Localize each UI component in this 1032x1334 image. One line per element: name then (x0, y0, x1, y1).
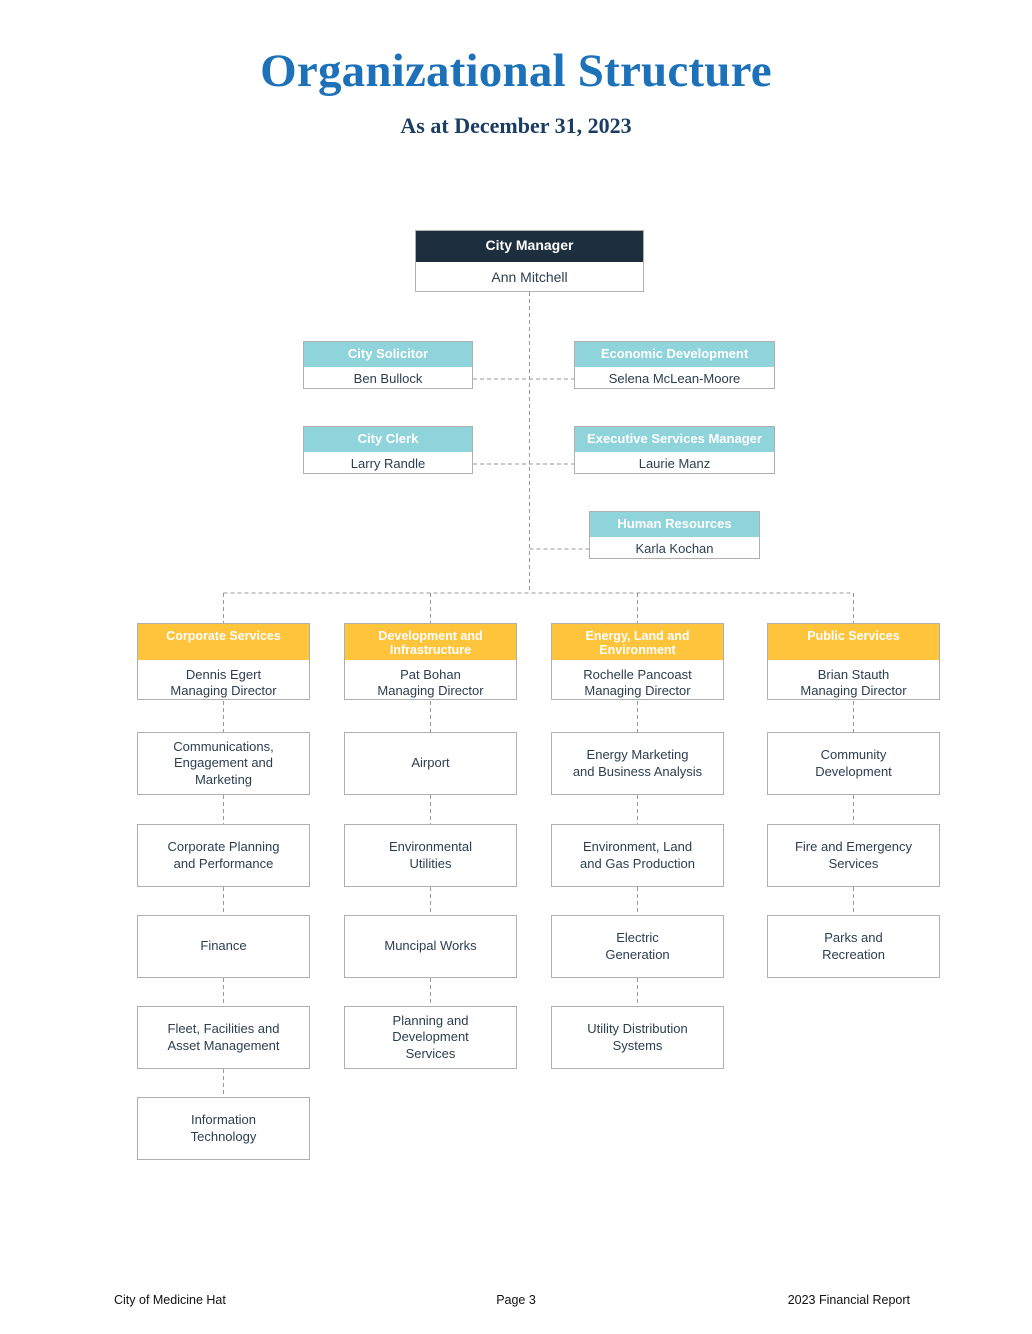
node-airport[interactable]: Airport (344, 732, 517, 795)
node-division-development-and-infrastructure[interactable]: Development and Infrastructure Pat Bohan… (344, 623, 517, 700)
node-parks-and-recreation[interactable]: Parks and Recreation (767, 915, 940, 978)
node-label: Communications, Engagement and Marketing (173, 739, 274, 787)
node-header: Economic Development (575, 342, 774, 367)
node-person: Larry Randle (350, 456, 426, 471)
node-label: Environmental Utilities (388, 839, 473, 871)
node-header: City Clerk (304, 427, 472, 452)
page-subtitle: As at December 31, 2023 (400, 113, 632, 138)
node-executive-services-manager[interactable]: Executive Services Manager Laurie Manz (574, 426, 775, 474)
node-planning-and-development-services[interactable]: Planning and Development Services (344, 1006, 517, 1069)
node-division-public-services[interactable]: Public Services Brian Stauth Managing Di… (767, 623, 940, 700)
node-label: Utility Distribution Systems (587, 1021, 688, 1053)
node-label: Airport (411, 755, 450, 771)
node-person: Rochelle Pancoast Managing Director (583, 667, 692, 699)
node-label: Parks and Recreation (822, 930, 885, 962)
node-label: Fire and Emergency Services (794, 839, 913, 871)
node-person: Ben Bullock (353, 371, 423, 386)
node-community-development[interactable]: Community Development (767, 732, 940, 795)
node-muncipal-works[interactable]: Muncipal Works (344, 915, 517, 978)
node-label: Fleet, Facilities and Asset Management (167, 1021, 280, 1053)
node-corporate-planning-and-performance[interactable]: Corporate Planning and Performance (137, 824, 310, 887)
footer-page-number: Page 3 (496, 1293, 536, 1307)
node-header: Executive Services Manager (575, 427, 774, 452)
node-person: Laurie Manz (638, 456, 711, 471)
node-environmental-utilities[interactable]: Environmental Utilities (344, 824, 517, 887)
node-energy-marketing-and-business-analysis[interactable]: Energy Marketing and Business Analysis (551, 732, 724, 795)
node-human-resources[interactable]: Human Resources Karla Kochan (589, 511, 760, 559)
node-label: Community Development (815, 747, 892, 779)
node-label: Finance (200, 938, 247, 954)
node-city-clerk[interactable]: City Clerk Larry Randle (303, 426, 473, 474)
node-person: Karla Kochan (635, 541, 714, 556)
page-footer: City of Medicine Hat Page 3 2023 Financi… (0, 1293, 1032, 1317)
node-electric-generation[interactable]: Electric Generation (551, 915, 724, 978)
node-header: Human Resources (590, 512, 759, 537)
node-person: Selena McLean-Moore (608, 371, 741, 386)
node-person: Brian Stauth Managing Director (800, 667, 907, 699)
node-label: Muncipal Works (384, 938, 477, 954)
node-header: City Manager (416, 231, 643, 262)
node-header: Development and Infrastructure (345, 624, 516, 660)
node-label: Environment, Land and Gas Production (580, 839, 695, 871)
node-fleet-facilities-and-asset-management[interactable]: Fleet, Facilities and Asset Management (137, 1006, 310, 1069)
node-header: Energy, Land and Environment (552, 624, 723, 660)
node-person: Pat Bohan Managing Director (377, 667, 484, 699)
node-information-technology[interactable]: Information Technology (137, 1097, 310, 1160)
node-fire-and-emergency-services[interactable]: Fire and Emergency Services (767, 824, 940, 887)
node-header: City Solicitor (304, 342, 472, 367)
node-city-manager[interactable]: City Manager Ann Mitchell (415, 230, 644, 292)
node-communications-engagement-and-marketing[interactable]: Communications, Engagement and Marketing (137, 732, 310, 795)
node-city-solicitor[interactable]: City Solicitor Ben Bullock (303, 341, 473, 389)
node-label: Information Technology (190, 1112, 257, 1144)
node-person: Ann Mitchell (491, 269, 568, 285)
node-label: Corporate Planning and Performance (167, 839, 280, 871)
node-label: Energy Marketing and Business Analysis (572, 747, 703, 779)
node-header: Public Services (768, 624, 939, 660)
node-person: Dennis Egert Managing Director (170, 667, 277, 699)
node-label: Planning and Development Services (392, 1013, 469, 1061)
footer-organization: City of Medicine Hat (114, 1293, 226, 1307)
node-environment-land-and-gas-production[interactable]: Environment, Land and Gas Production (551, 824, 724, 887)
node-division-corporate-services[interactable]: Corporate Services Dennis Egert Managing… (137, 623, 310, 700)
node-utility-distribution-systems[interactable]: Utility Distribution Systems (551, 1006, 724, 1069)
node-division-energy-land-and-environment[interactable]: Energy, Land and Environment Rochelle Pa… (551, 623, 724, 700)
node-finance[interactable]: Finance (137, 915, 310, 978)
node-economic-development[interactable]: Economic Development Selena McLean-Moore (574, 341, 775, 389)
node-label: Electric Generation (605, 930, 670, 962)
page-title: Organizational Structure (260, 45, 772, 97)
node-header: Corporate Services (138, 624, 309, 660)
footer-document: 2023 Financial Report (787, 1293, 910, 1307)
